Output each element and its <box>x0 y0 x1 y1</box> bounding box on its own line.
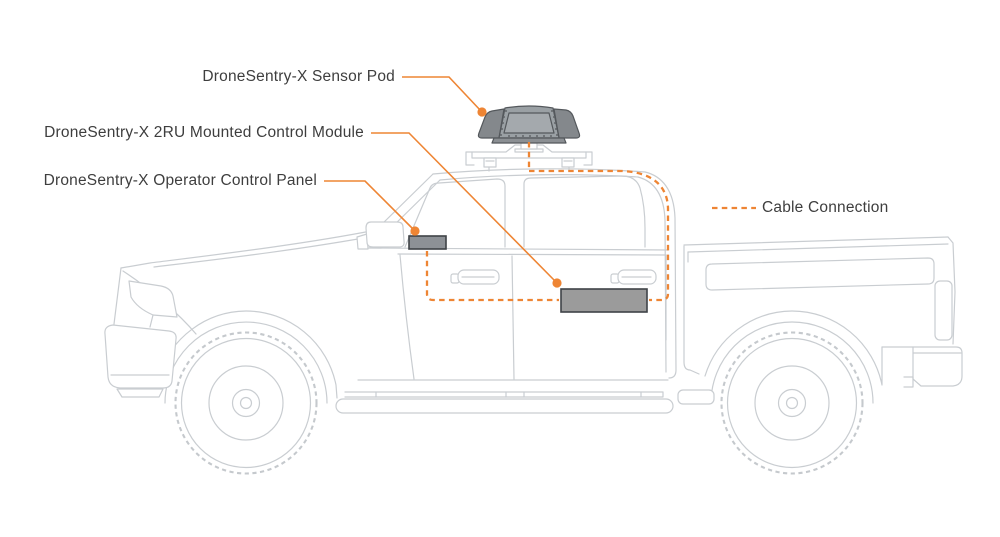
operator-panel-box <box>408 235 447 250</box>
leader-dot-icon <box>477 107 487 117</box>
label-leader-lines <box>324 76 562 288</box>
leader-dot-icon <box>552 278 562 288</box>
pod-rivets <box>500 110 558 137</box>
rear-wheel <box>720 331 864 475</box>
cable-connection-routing <box>425 142 670 302</box>
roof-rack <box>465 140 593 172</box>
taillight <box>934 280 953 341</box>
leader-dot-icon <box>410 226 420 236</box>
side-mirror <box>356 221 405 250</box>
truck-bed <box>683 236 963 388</box>
label-control-module: DroneSentry-X 2RU Mounted Control Module <box>44 124 364 141</box>
truck-body-linework <box>104 168 963 414</box>
legend-cable-connection: Cable Connection <box>762 199 889 216</box>
front-door-handle <box>450 269 500 285</box>
front-wheel <box>174 331 318 475</box>
label-sensor-pod: DroneSentry-X Sensor Pod <box>202 68 395 85</box>
sensor-pod <box>477 105 581 144</box>
label-operator-panel: DroneSentry-X Operator Control Panel <box>43 172 317 189</box>
rear-bumper <box>912 346 963 387</box>
control-module-box <box>560 288 648 313</box>
rear-door-handle <box>610 269 657 285</box>
